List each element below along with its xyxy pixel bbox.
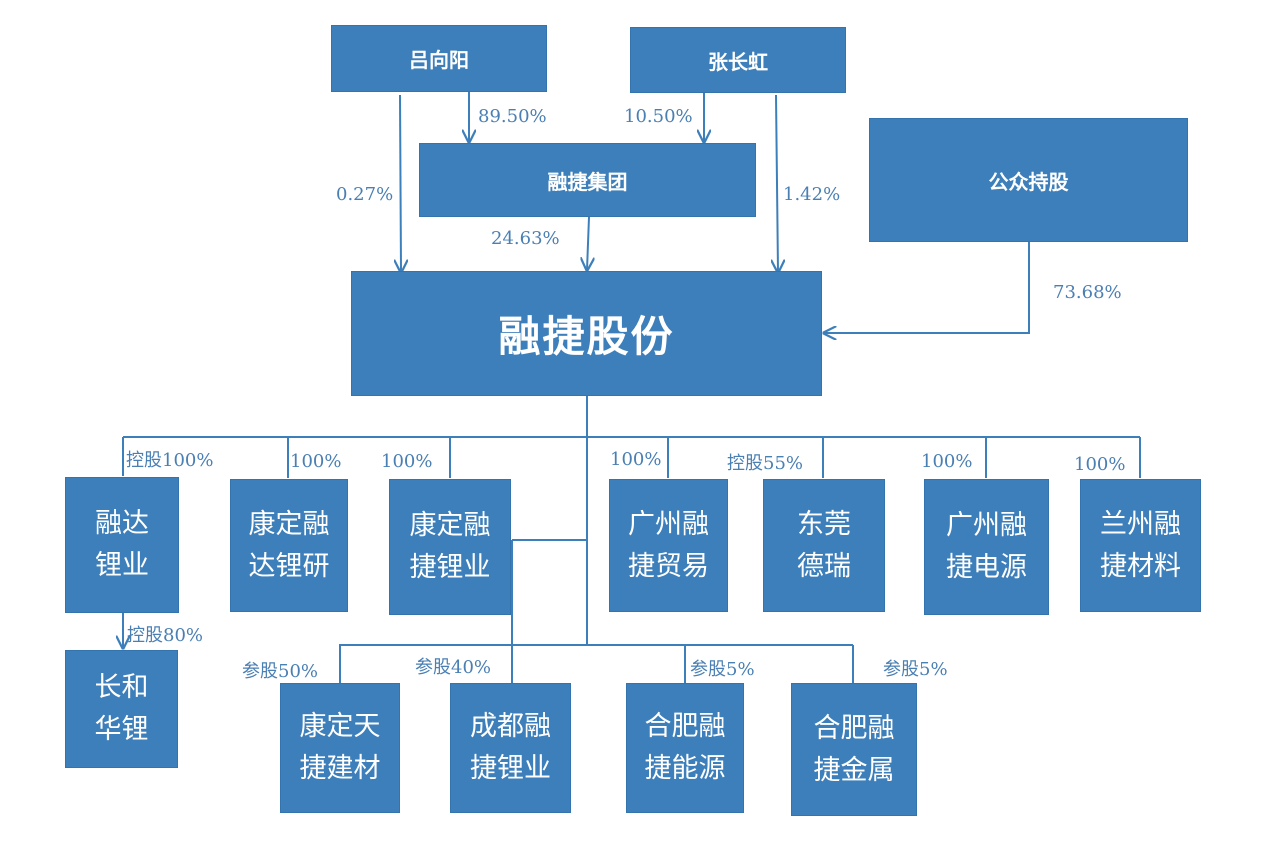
pct-group-to-main: 24.63%	[491, 228, 560, 249]
shareholder-zhang-changhong: 张长虹	[630, 27, 846, 93]
shareholder-public: 公众持股	[869, 118, 1188, 242]
arrow-zhang-to-main	[776, 94, 778, 272]
subsidiary-stake-label: 100%	[610, 449, 662, 470]
subsidiary-box: 康定融捷锂业	[389, 479, 511, 615]
subsidiary-stake-label: 控股55%	[727, 453, 804, 474]
subsidiary-box: 康定融达锂研	[230, 479, 348, 612]
subsidiary-box: 广州融捷电源	[924, 479, 1049, 615]
pct-zhang-to-main: 1.42%	[783, 184, 841, 205]
arrow-public-to-main	[824, 242, 1030, 333]
subsidiary-box: 广州融捷贸易	[609, 479, 728, 612]
second-tier-stake-label: 参股5%	[690, 659, 755, 680]
second-tier-stake-label: 参股40%	[415, 657, 492, 678]
second-tier-box: 合肥融捷能源	[626, 683, 744, 813]
subsidiary-box: 兰州融捷材料	[1080, 479, 1201, 612]
second-tier-stake-label: 控股80%	[127, 625, 204, 646]
second-tier-box: 康定天捷建材	[280, 683, 400, 813]
subsidiary-stake-label: 100%	[921, 451, 973, 472]
subsidiary-box: 融达锂业	[65, 477, 179, 613]
arrow-group-to-main	[587, 216, 589, 270]
second-tier-stake-label: 参股5%	[883, 659, 948, 680]
second-tier-stake-label: 参股50%	[242, 661, 319, 682]
second-tier-box: 合肥融捷金属	[791, 683, 917, 816]
shareholder-lv-xiangyang: 吕向阳	[331, 25, 547, 92]
subsidiary-stake-label: 控股100%	[126, 450, 214, 471]
subsidiary-stake-label: 100%	[381, 451, 433, 472]
subsidiary-box: 东莞德瑞	[763, 479, 885, 612]
pct-zhang-to-group: 10.50%	[624, 106, 693, 127]
second-tier-box: 长和华锂	[65, 650, 178, 768]
arrow-lv-to-main	[400, 94, 401, 272]
second-tier-box: 成都融捷锂业	[450, 683, 571, 813]
subsidiary-stake-label: 100%	[290, 451, 342, 472]
shareholder-rongjie-group: 融捷集团	[419, 143, 756, 217]
pct-lv-to-main: 0.27%	[336, 184, 394, 205]
pct-public-to-main: 73.68%	[1053, 282, 1122, 303]
main-company-rongjie: 融捷股份	[351, 271, 822, 396]
pct-lv-to-group: 89.50%	[478, 106, 547, 127]
subsidiary-stake-label: 100%	[1074, 454, 1126, 475]
